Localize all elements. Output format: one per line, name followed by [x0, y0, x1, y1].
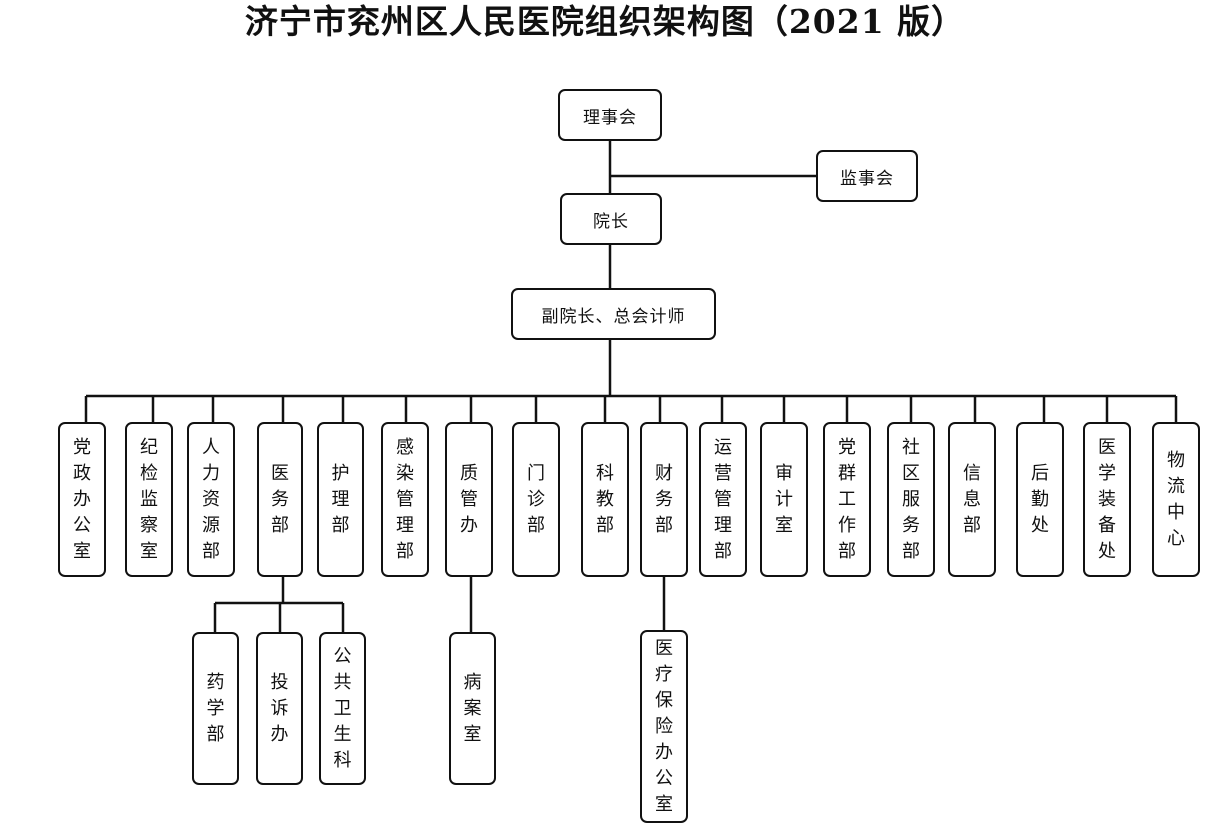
sub-unit-label: 药学部 — [206, 671, 225, 745]
sub-unit-box: 病案室 — [449, 632, 496, 785]
dept-label: 纪检监察室 — [140, 436, 158, 562]
dept-box: 门诊部 — [512, 422, 560, 577]
dept-box: 党政办公室 — [58, 422, 106, 577]
dept-box: 信息部 — [948, 422, 996, 577]
sub-unit-box: 投诉办 — [256, 632, 303, 785]
dept-label: 护理部 — [331, 462, 350, 536]
dept-box: 纪检监察室 — [125, 422, 173, 577]
node-president-label: 院长 — [593, 211, 629, 232]
dept-label: 科教部 — [596, 462, 614, 536]
dept-label: 感染管理部 — [396, 436, 414, 562]
node-vice-president-label: 副院长、总会计师 — [541, 306, 686, 327]
dept-box: 物流中心 — [1152, 422, 1200, 577]
dept-label: 医务部 — [271, 462, 289, 536]
dept-box: 感染管理部 — [381, 422, 429, 577]
dept-label: 门诊部 — [527, 462, 545, 536]
sub-unit-label: 投诉办 — [270, 671, 289, 745]
page-title: 济宁市兖州区人民医院组织架构图（2021 版） — [244, 2, 966, 41]
dept-label: 后勤处 — [1031, 462, 1049, 536]
sub-unit-box: 医疗保险办公室 — [640, 630, 688, 823]
dept-label: 医学装备处 — [1098, 436, 1116, 562]
dept-box: 科教部 — [581, 422, 629, 577]
sub-unit-label: 医疗保险办公室 — [655, 637, 673, 815]
sub-unit-box: 药学部 — [192, 632, 239, 785]
dept-label: 财务部 — [655, 462, 673, 536]
dept-label: 党政办公室 — [73, 436, 91, 562]
dept-label: 人力资源部 — [202, 436, 220, 562]
sub-unit-box: 公共卫生科 — [319, 632, 366, 785]
sub-unit-label: 病案室 — [463, 671, 482, 745]
dept-box: 运营管理部 — [699, 422, 747, 577]
dept-box: 财务部 — [640, 422, 688, 577]
dept-label: 物流中心 — [1167, 449, 1185, 549]
dept-box: 质管办 — [445, 422, 493, 577]
dept-label: 质管办 — [460, 462, 478, 536]
dept-box: 医务部 — [257, 422, 303, 577]
dept-label: 运营管理部 — [714, 436, 732, 562]
dept-box: 社区服务部 — [887, 422, 935, 577]
node-supervisory: 监事会 — [816, 150, 918, 202]
node-supervisory-label: 监事会 — [840, 168, 894, 189]
sub-unit-label: 公共卫生科 — [333, 645, 352, 771]
node-vice-president: 副院长、总会计师 — [511, 288, 716, 340]
dept-box: 医学装备处 — [1083, 422, 1131, 577]
dept-label: 审计室 — [775, 462, 793, 536]
dept-box: 人力资源部 — [187, 422, 235, 577]
dept-label: 社区服务部 — [902, 436, 920, 562]
node-board-label: 理事会 — [583, 107, 637, 128]
node-board: 理事会 — [558, 89, 662, 141]
dept-box: 后勤处 — [1016, 422, 1064, 577]
dept-box: 党群工作部 — [823, 422, 871, 577]
dept-label: 信息部 — [963, 462, 981, 536]
node-president: 院长 — [560, 193, 662, 245]
dept-box: 审计室 — [760, 422, 808, 577]
dept-label: 党群工作部 — [838, 436, 856, 562]
dept-box: 护理部 — [317, 422, 364, 577]
